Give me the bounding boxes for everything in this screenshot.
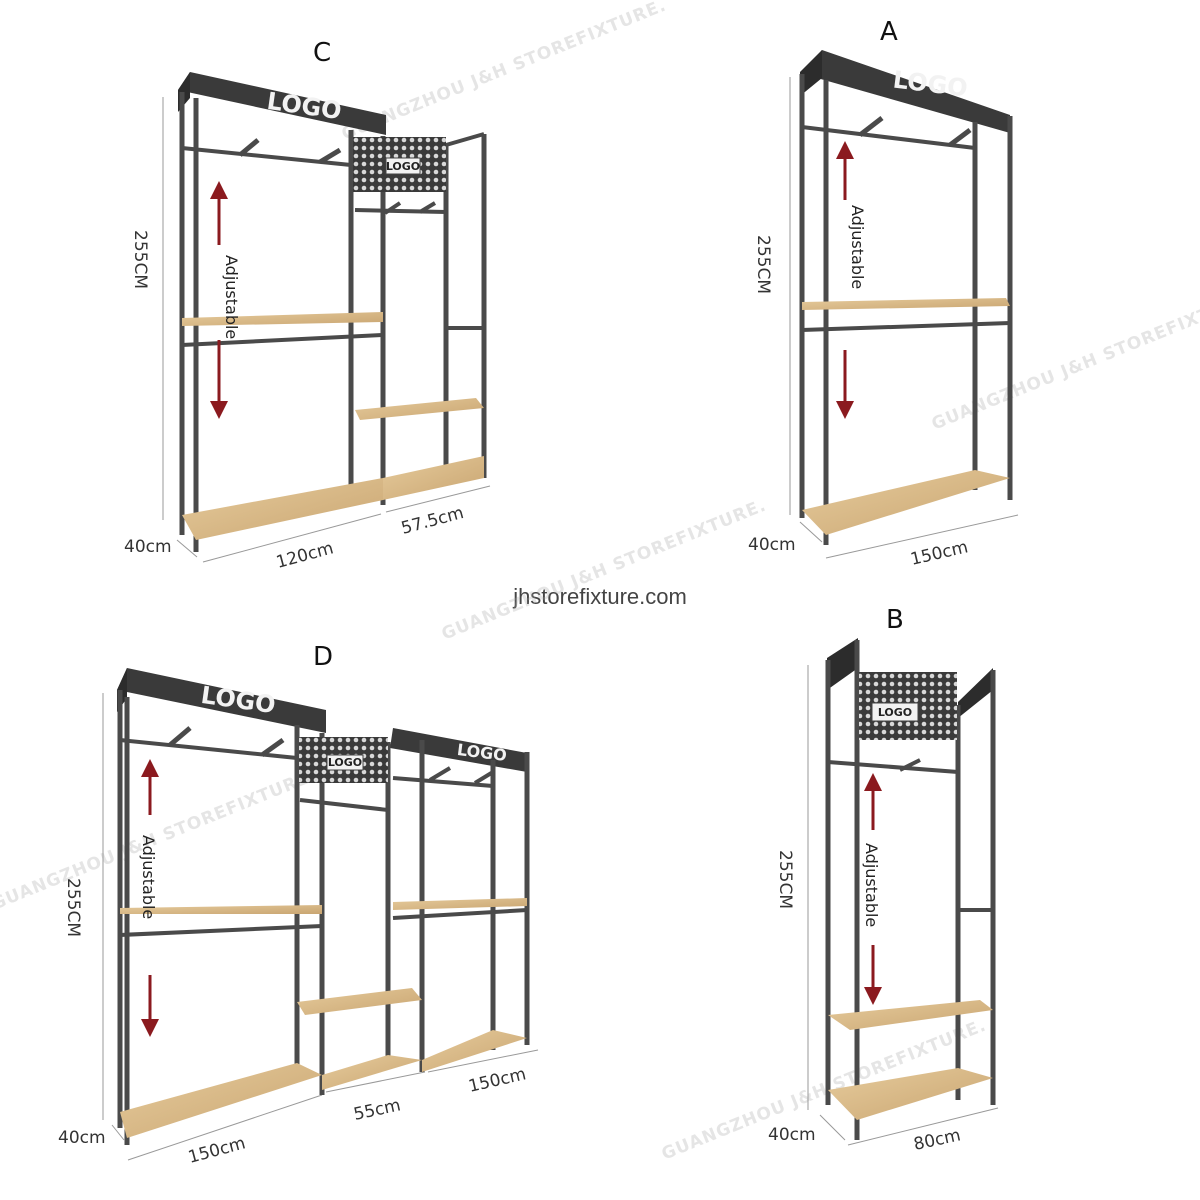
adjustable-label-a: Adjustable — [848, 205, 867, 289]
adjustable-label-d: Adjustable — [139, 835, 158, 919]
adjustable-label-b: Adjustable — [862, 843, 881, 927]
height-label-b: 255CM — [775, 850, 795, 909]
shelf-a-base — [802, 470, 1010, 535]
label-config-c: C — [313, 38, 332, 68]
height-label-c: 255CM — [130, 230, 150, 289]
logo-text-b-small: LOGO — [878, 706, 912, 719]
shelf-unit-b — [807, 638, 999, 1146]
shelf-b-base — [828, 1068, 993, 1120]
depth-label-b: 40cm — [768, 1125, 816, 1145]
logo-text-d-right: LOGO — [456, 740, 508, 765]
logo-badge-c-small — [385, 157, 421, 175]
shelf-d-base-2 — [322, 1055, 422, 1090]
width-label-d-1: 150cm — [186, 1133, 248, 1167]
shelf-d-base-1 — [120, 1063, 322, 1138]
depth-label-c: 40cm — [124, 537, 172, 557]
adjustable-label-c: Adjustable — [222, 255, 241, 339]
shelf-d-base-3 — [422, 1030, 527, 1072]
shelf-c-1 — [182, 312, 383, 326]
width-label-a: 150cm — [909, 537, 970, 570]
shelf-c-base-2 — [383, 456, 484, 500]
logo-badge-b-small — [871, 702, 919, 722]
depth-label-d: 40cm — [58, 1128, 106, 1148]
height-label-a: 255CM — [753, 235, 773, 294]
width-label-d-2: 55cm — [352, 1095, 403, 1124]
shelf-d-3 — [297, 988, 422, 1015]
website-url: jhstorefixture.com — [513, 584, 687, 609]
height-label-d: 255CM — [63, 878, 83, 937]
label-config-a: A — [880, 17, 898, 47]
shelf-a-1 — [802, 298, 1010, 310]
logo-text-c: LOGO — [265, 87, 343, 125]
logo-text-c-small: LOGO — [386, 160, 420, 173]
shelf-unit-c — [162, 72, 491, 563]
logo-badge-d-small — [326, 754, 364, 771]
width-label-b: 80cm — [912, 1125, 963, 1154]
label-config-b: B — [886, 605, 904, 635]
width-label-d-3: 150cm — [467, 1064, 528, 1097]
shelf-c-base-1 — [182, 478, 383, 540]
depth-label-a: 40cm — [748, 535, 796, 555]
shelf-d-1 — [120, 905, 322, 914]
logo-text-d-small: LOGO — [328, 756, 362, 769]
width-label-c-2: 57.5cm — [399, 503, 466, 539]
shelf-b-1 — [828, 1000, 993, 1030]
shelf-d-2 — [393, 898, 527, 910]
shelf-unit-d — [102, 668, 539, 1161]
shelf-c-2 — [355, 398, 484, 420]
width-label-c-1: 120cm — [274, 538, 336, 572]
logo-text-d: LOGO — [199, 681, 277, 719]
label-config-d: D — [313, 642, 334, 672]
